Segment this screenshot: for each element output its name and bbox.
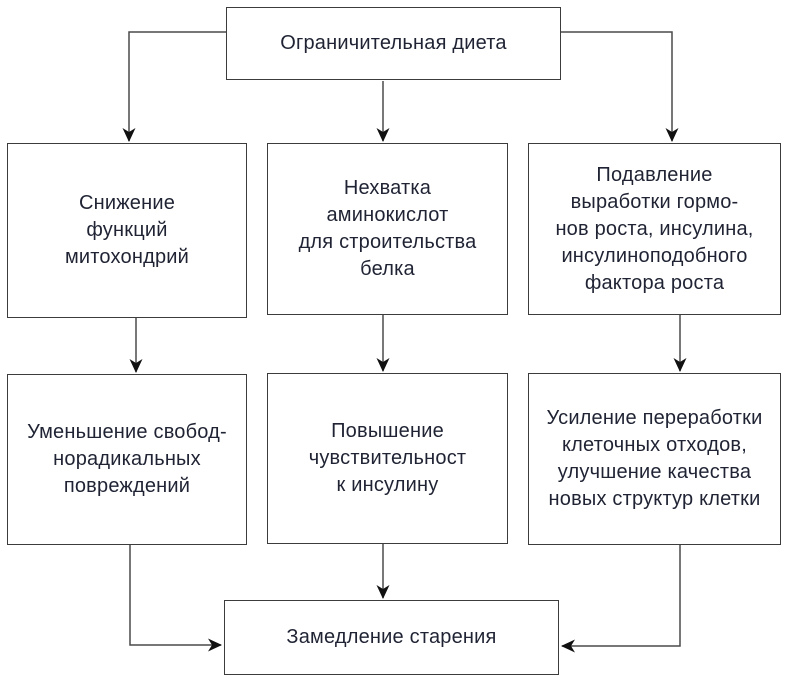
arrow-row2-right-to-bottom <box>561 545 681 653</box>
box-cell-waste-recycling-label: Усиление переработки клеточных отходов, … <box>546 407 763 510</box>
arrow-top-to-row1-left <box>122 31 226 142</box>
box-hormone-suppression-label: Подавление выработки гормо- нов роста, и… <box>555 163 754 294</box>
box-cell-waste-recycling: Усиление переработки клеточных отходов, … <box>528 373 781 545</box>
box-free-radical-damage-reduction-label: Уменьшение свобод- норадикальных поврежд… <box>27 421 227 497</box>
box-insulin-sensitivity-increase: Повышение чувствительност к инсулину <box>267 373 508 544</box>
box-amino-acid-shortage-label: Нехватка аминокислот для строительства б… <box>298 177 477 280</box>
box-restrictive-diet: Ограничительная диета <box>226 7 561 80</box>
box-insulin-sensitivity-increase-label: Повышение чувствительност к инсулину <box>308 420 467 496</box>
arrow-top-to-row1-right <box>561 31 679 142</box>
box-mitochondria-function-decline-label: Снижение функций митохондрий <box>64 192 190 268</box>
box-aging-slowdown: Замедление старения <box>224 600 559 675</box>
box-amino-acid-shortage: Нехватка аминокислот для строительства б… <box>267 143 508 315</box>
arrow-row2-left-to-bottom <box>129 545 222 652</box>
box-mitochondria-function-decline: Снижение функций митохондрий <box>7 143 247 318</box>
box-hormone-suppression: Подавление выработки гормо- нов роста, и… <box>528 143 781 315</box>
box-free-radical-damage-reduction: Уменьшение свобод- норадикальных поврежд… <box>7 374 247 545</box>
box-restrictive-diet-label: Ограничительная диета <box>280 32 507 54</box>
box-aging-slowdown-label: Замедление старения <box>286 626 497 648</box>
